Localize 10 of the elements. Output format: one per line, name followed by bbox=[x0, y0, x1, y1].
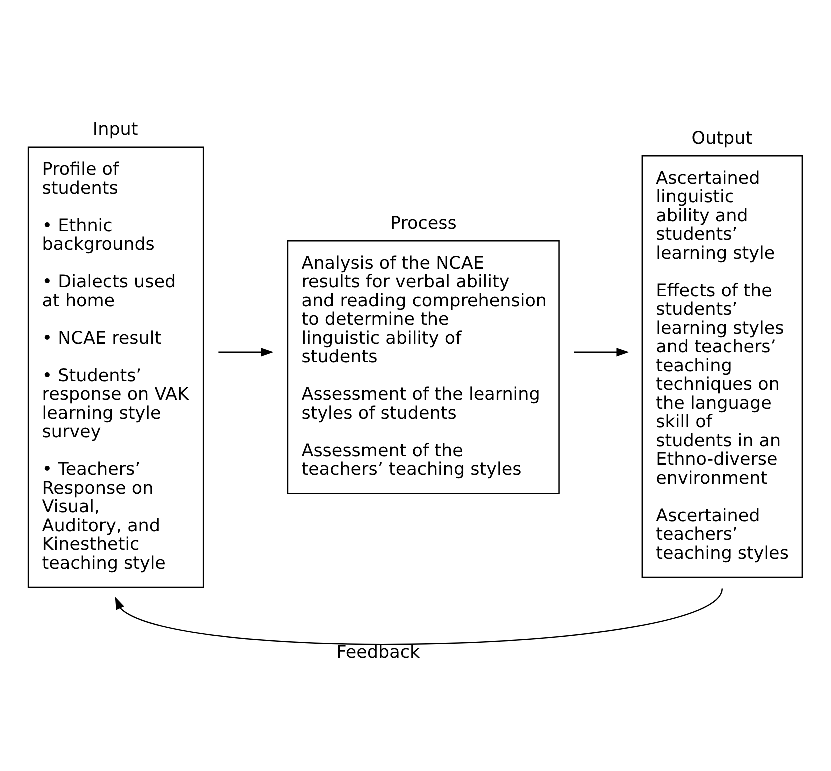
arrow bbox=[115, 588, 723, 646]
edge-label: Feedback bbox=[336, 643, 420, 664]
node-label: Process bbox=[390, 214, 457, 234]
node-label: Output bbox=[692, 128, 753, 149]
node-label: Input bbox=[92, 120, 138, 140]
node-box: Analysis of the NCAE results for verbal ability and reading comprehension to determine the linguistic ability of students Assessment of the learning styles of students Assessment of the teachers’ teaching styles bbox=[287, 240, 560, 494]
node-box: Profile of students • Ethnic backgrounds • Dialects used at home • NCAE result • Students’ response on VAK learning style survey • Teachers’ Response on Visual, Auditory, and Kinesthetic teaching style bbox=[28, 146, 204, 588]
arrow bbox=[218, 348, 274, 357]
node-box: Ascertained linguistic ability and students’ learning style Effects of the students’ learning styles and teachers’ teaching techniques on the language skill of students in an Ethno-diverse environment Ascertained teachers’ teaching styles bbox=[642, 156, 804, 578]
arrow bbox=[574, 348, 630, 357]
